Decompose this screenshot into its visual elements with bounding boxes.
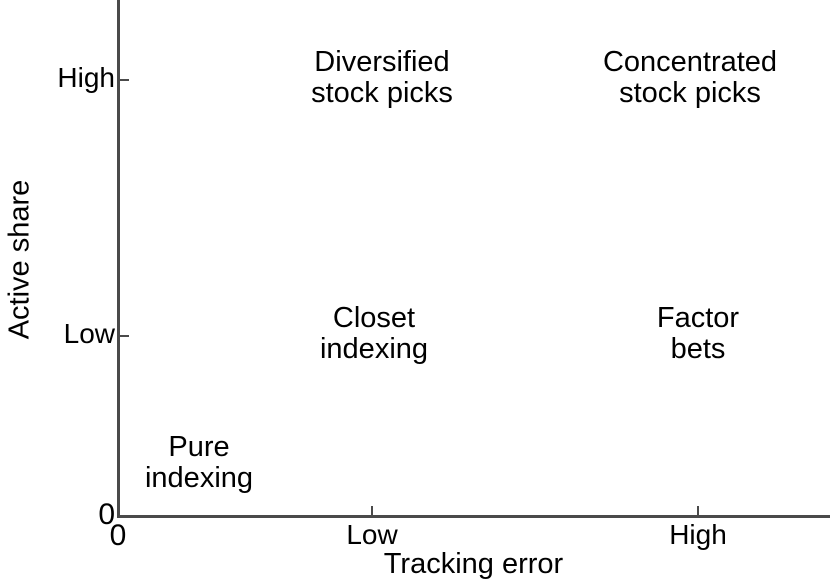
x-axis-title: Tracking error bbox=[117, 550, 830, 579]
y-axis-tick-low bbox=[120, 335, 129, 337]
annotation-line-1: Diversified bbox=[314, 46, 450, 78]
annotation-line-2: bets bbox=[670, 333, 726, 366]
x-axis-tick-label-zero: 0 bbox=[109, 519, 127, 552]
annotation-pure-indexing: Pure indexing bbox=[144, 431, 254, 495]
x-axis-tick-label-low: Low bbox=[346, 519, 398, 550]
annotation-line-2: indexing bbox=[144, 462, 254, 495]
y-axis-tick-label-low: Low bbox=[63, 318, 115, 349]
x-axis-tick-label-high: High bbox=[669, 519, 727, 550]
annotation-line-2: stock picks bbox=[619, 77, 761, 110]
x-axis-tick-low bbox=[371, 506, 373, 515]
annotation-line-1: Concentrated bbox=[602, 46, 778, 78]
annotation-line-1: Pure bbox=[168, 431, 230, 463]
annotation-line-1: Factor bbox=[656, 302, 740, 334]
y-axis-line bbox=[117, 0, 120, 518]
y-axis-tick-label-zero: 0 bbox=[98, 498, 115, 531]
y-axis-title-text: Active share bbox=[3, 179, 36, 339]
x-axis-line bbox=[117, 515, 830, 518]
x-axis-tick-high bbox=[697, 506, 699, 515]
x-axis-title-text: Tracking error bbox=[383, 548, 564, 580]
y-axis-tick-label-high: High bbox=[57, 62, 115, 93]
annotation-concentrated-stock-picks: Concentrated stock picks bbox=[602, 46, 778, 110]
annotation-line-2: indexing bbox=[319, 333, 429, 366]
annotation-diversified-stock-picks: Diversified stock picks bbox=[311, 46, 453, 110]
y-axis-tick-high bbox=[120, 79, 129, 81]
annotation-closet-indexing: Closet indexing bbox=[319, 302, 429, 366]
annotation-line-2: stock picks bbox=[311, 77, 453, 110]
y-axis-title: Active share bbox=[0, 0, 40, 518]
annotation-line-1: Closet bbox=[332, 302, 416, 334]
annotation-factor-bets: Factor bets bbox=[656, 302, 740, 366]
